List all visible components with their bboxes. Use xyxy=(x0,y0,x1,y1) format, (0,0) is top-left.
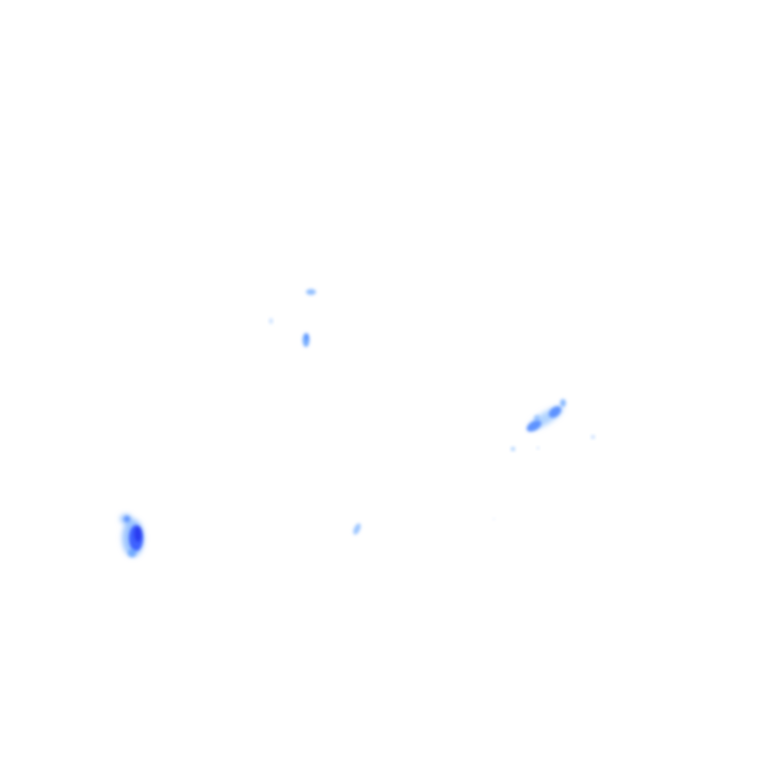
echo-cell-north-central xyxy=(302,333,310,347)
echo-speck-east-3 xyxy=(591,435,595,439)
echo-cell-northwest-speck xyxy=(269,318,273,324)
echo-band-east xyxy=(526,399,566,432)
echo-cell-northwest-small xyxy=(306,289,316,295)
echo-cell-south-central xyxy=(353,523,361,535)
echo-speck-east-2 xyxy=(536,446,540,450)
echo-speck-east-1 xyxy=(510,446,516,452)
echo-cell-southwest xyxy=(120,514,144,557)
echo-speck-south-east xyxy=(492,517,496,521)
